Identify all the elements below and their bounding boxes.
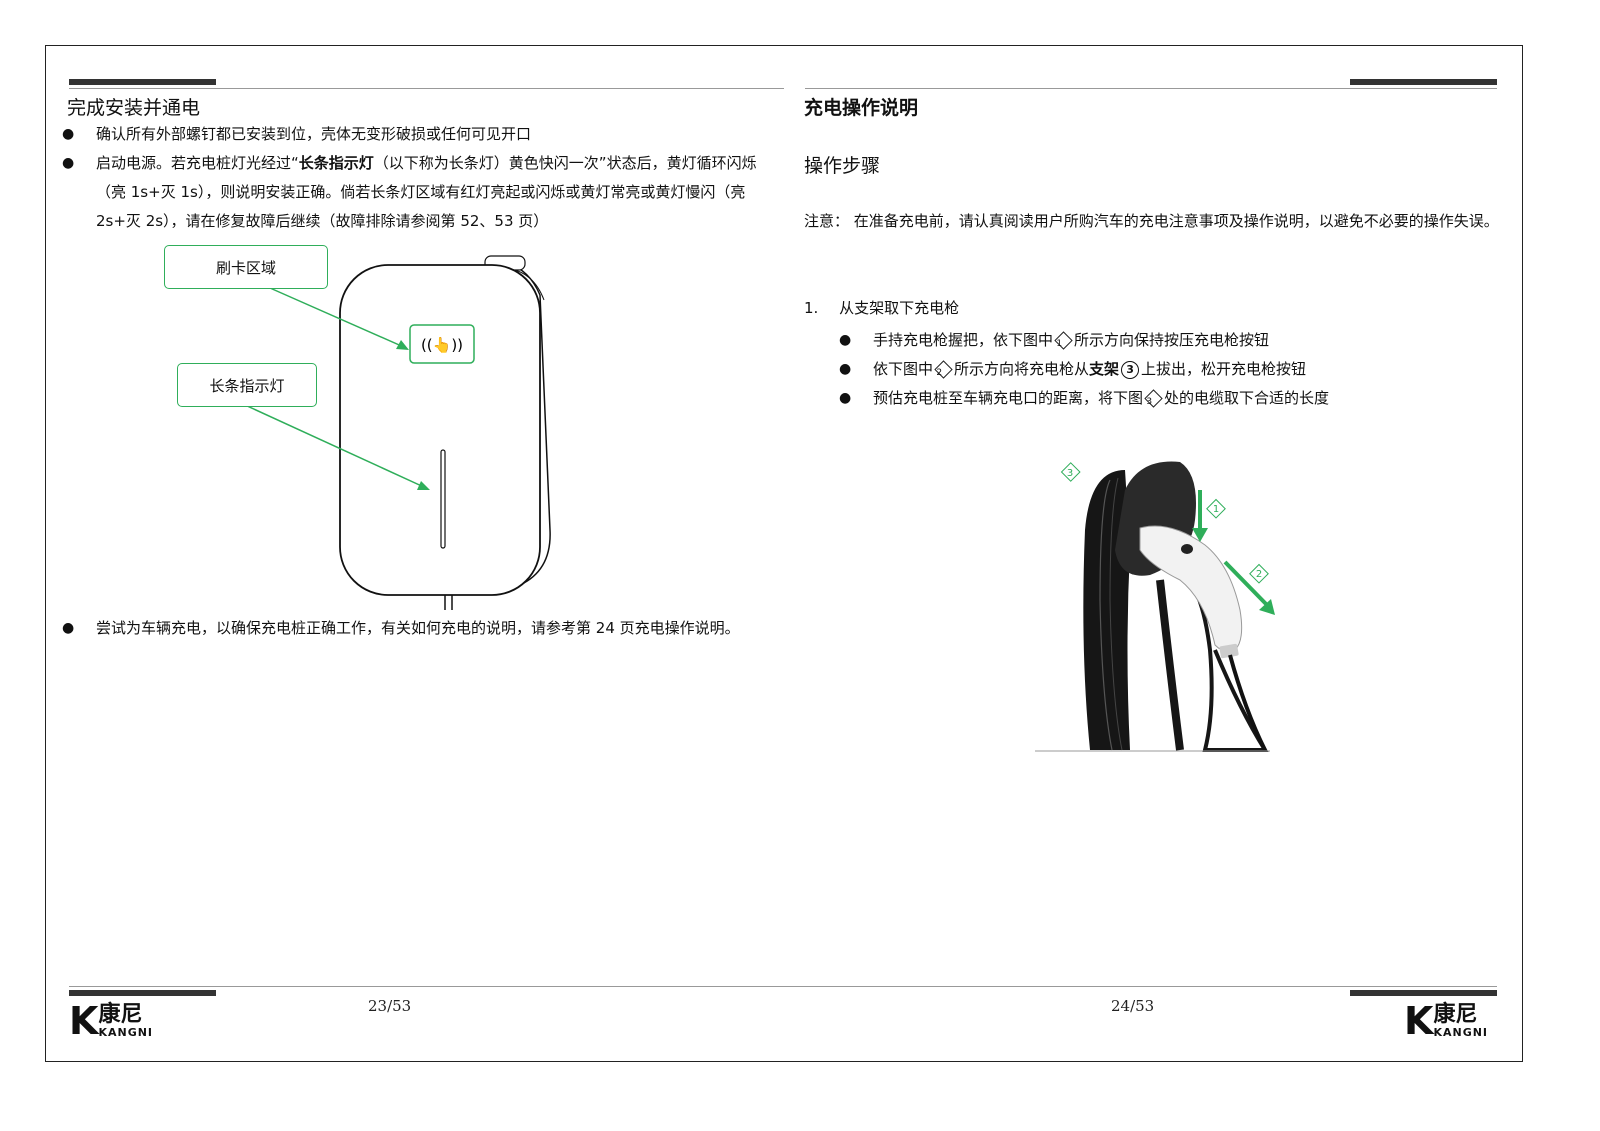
brand-name-en: KANGNI (1433, 1025, 1489, 1039)
marker-circle-3-icon: 3 (1121, 360, 1140, 379)
header-rule-right (805, 88, 1497, 89)
bullet-power-on: 启动电源。若充电桩灯光经过“长条指示灯（以下称为长条灯）黄色快闪一次”状态后，黄… (62, 149, 768, 236)
brand-name-cn: 康尼 (1433, 1001, 1478, 1027)
footer-bar-right (1350, 990, 1497, 996)
brand-logo-left: K 康尼 KANGNI (69, 1002, 153, 1040)
nfc-icon-box (409, 324, 475, 364)
nfc-icon: ((👆)) (421, 336, 463, 354)
step-title: 从支架取下充电枪 (839, 299, 960, 317)
left-bullet-list: 确认所有外部螺钉都已安装到位，壳体无变形破损或任何可见开口 启动电源。若充电桩灯… (62, 120, 768, 236)
bullet-try-charging: 尝试为车辆充电，以确保充电桩正确工作，有关如何充电的说明，请参考第 24 页充电… (62, 614, 768, 643)
header-bar-right (1350, 79, 1497, 85)
marker-diamond-1-icon: 1 (1054, 331, 1073, 350)
charging-gun-illustration: 3 1 2 (1035, 461, 1275, 752)
diagram-marker-2-icon: 2 (1249, 563, 1269, 584)
callout-card-area: 刷卡区域 (164, 245, 328, 289)
brand-mark-icon: K (1404, 999, 1434, 1043)
diagram-marker-1-icon: 1 (1206, 498, 1226, 519)
svg-text:3: 3 (1067, 468, 1073, 479)
arrow-card-area (269, 287, 407, 349)
marker-diamond-3-icon: 3 (1144, 389, 1163, 408)
brand-name-cn: 康尼 (98, 1001, 143, 1027)
bullet-screws: 确认所有外部螺钉都已安装到位，壳体无变形破损或任何可见开口 (62, 120, 768, 149)
footer-bar-left (69, 990, 216, 996)
bold-holder: 支架 (1089, 360, 1120, 378)
step-1: 1. 从支架取下充电枪 (804, 294, 959, 323)
bold-light-bar: 长条指示灯 (298, 154, 374, 172)
callout-light-bar: 长条指示灯 (177, 363, 317, 407)
left-bullet-list-2: 尝试为车辆充电，以确保充电桩正确工作，有关如何充电的说明，请参考第 24 页充电… (62, 614, 768, 643)
page-number-left: 23/53 (368, 997, 412, 1015)
svg-text:2: 2 (1256, 569, 1262, 580)
note-text: 注意： 在准备充电前，请认真阅读用户所购汽车的充电注意事项及操作说明，以避免不必… (804, 212, 1499, 230)
brand-logo-right: K 康尼 KANGNI (1404, 1002, 1488, 1040)
header-bar-left (69, 79, 216, 85)
diagram-marker-3-icon: 3 (1060, 462, 1081, 482)
arrow-light-bar (244, 404, 427, 489)
header-rule-left (69, 88, 784, 89)
arrow-pull (1223, 560, 1269, 607)
page-number-right: 24/53 (1111, 997, 1155, 1015)
right-heading: 充电操作说明 (804, 97, 919, 119)
left-heading: 完成安装并通电 (67, 97, 201, 119)
footer-rule (69, 986, 1497, 987)
step-number: 1. (804, 299, 819, 317)
gun-handle (1139, 525, 1243, 653)
brand-mark-icon: K (69, 999, 99, 1043)
marker-diamond-2-icon: 2 (934, 360, 953, 379)
right-subheading: 操作步骤 (804, 155, 881, 177)
page-frame (45, 45, 1523, 1062)
charger-body (339, 264, 541, 596)
charger-illustration: ((👆)) (244, 255, 551, 610)
svg-text:1: 1 (1213, 504, 1219, 515)
brand-name-en: KANGNI (98, 1025, 154, 1039)
light-bar (440, 449, 446, 549)
